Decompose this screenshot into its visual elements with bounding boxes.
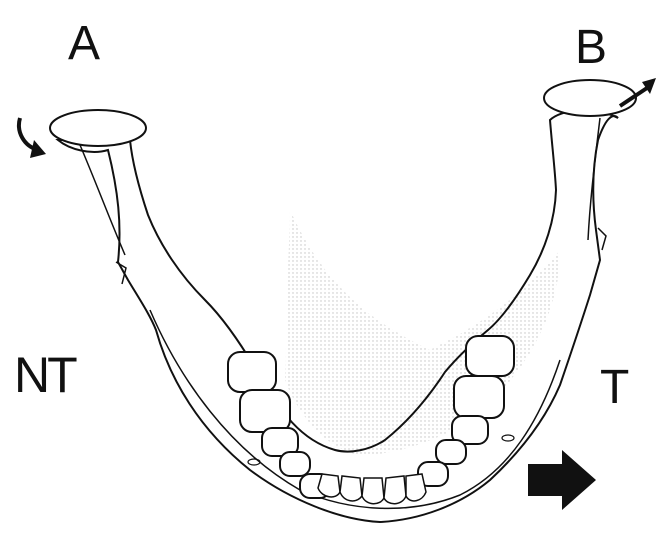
mental-foramen-left — [248, 459, 260, 465]
label-t: T — [600, 364, 628, 412]
inner-shading — [285, 210, 560, 455]
left-condyle — [50, 110, 146, 146]
tooth — [406, 474, 426, 501]
tooth — [340, 476, 362, 501]
label-nt: NT — [14, 350, 75, 400]
tooth — [228, 352, 276, 392]
left-ramus-notch — [116, 262, 126, 284]
tooth — [362, 478, 384, 504]
mental-foramen-right — [502, 435, 514, 441]
tooth — [318, 474, 340, 497]
tooth — [280, 452, 310, 476]
tooth — [384, 476, 406, 504]
tooth — [240, 390, 290, 432]
front-teeth — [318, 474, 426, 504]
bold-right-arrow-icon — [528, 450, 596, 510]
tooth — [454, 376, 504, 418]
label-a: A — [68, 20, 99, 68]
right-condyle — [544, 80, 636, 116]
curved-rotation-arrow-icon — [19, 118, 46, 158]
tooth — [436, 440, 466, 464]
tooth — [466, 336, 514, 376]
label-b: B — [575, 24, 606, 72]
